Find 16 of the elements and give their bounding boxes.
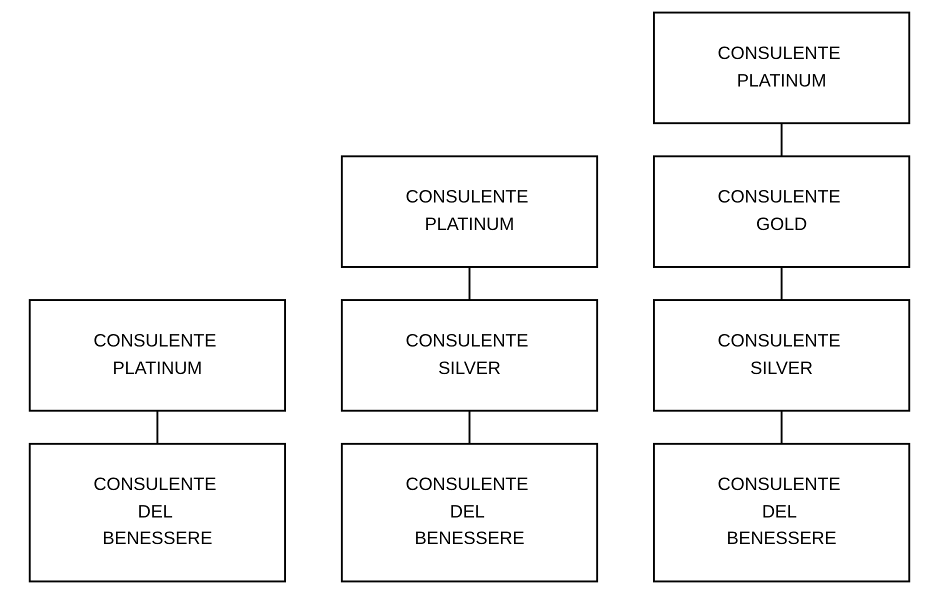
- connector: [468, 266, 470, 300]
- connector: [156, 410, 158, 444]
- flowchart: CONSULENTE PLATINUM CONSULENTE DEL BENESSERE CONSULENTE PLATINUM CONSULENTE SILVER CONSULENTE DEL BENESSERE CONSULENTE PLATINUM CONSULENTE GOLD CONSULENTE SILVER CONSULENTE DEL BENESSERE: [5, 5, 934, 589]
- node-box: [340, 299, 598, 412]
- node-box: [28, 442, 286, 582]
- connector: [780, 410, 783, 444]
- connector: [780, 123, 783, 156]
- node-box: [28, 299, 286, 412]
- connector: [780, 266, 783, 300]
- connector: [468, 410, 470, 444]
- node-box: [652, 299, 910, 412]
- node-box: [340, 442, 598, 582]
- node-box: [652, 12, 910, 124]
- node-box: [652, 442, 910, 582]
- node-box: [652, 155, 910, 268]
- node-box: [340, 155, 598, 268]
